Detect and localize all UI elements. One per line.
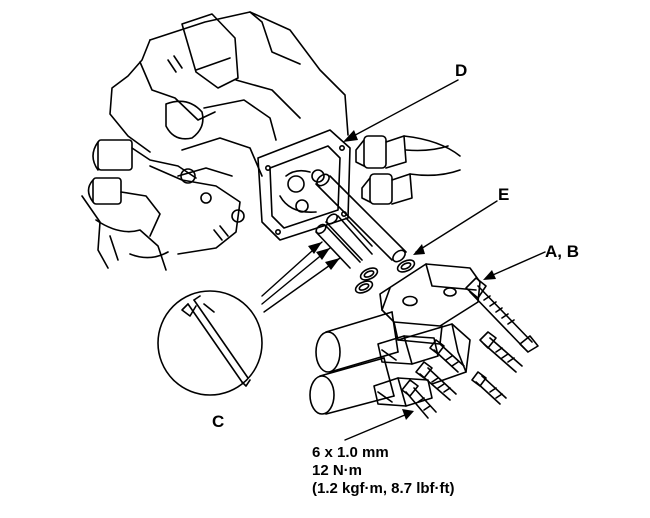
- callout-d-label: D: [455, 61, 468, 80]
- callout-a-b-label: A, B: [545, 242, 579, 261]
- callout-e-label: E: [498, 185, 510, 204]
- o-ring-icon: [354, 259, 416, 294]
- torque-nm-text: 12 N·m: [312, 462, 363, 479]
- callout-c-label: C: [212, 412, 225, 431]
- bolt-spec-block: 6 x 1.0 mm 12 N·m (1.2 kgf·m, 8.7 lbf·ft…: [312, 444, 455, 498]
- magnifier-detail-icon: [157, 290, 263, 396]
- arrowheads: [308, 130, 496, 420]
- leader-lines: [261, 79, 546, 441]
- bolt-icon: [401, 277, 539, 419]
- torque-alt-text: (1.2 kgf·m, 8.7 lbf·ft): [312, 480, 455, 497]
- solenoid-assembly-icon: [309, 263, 481, 415]
- short-filter-tubes-icon: [315, 213, 373, 269]
- long-filter-tube-icon: [315, 173, 407, 263]
- transmission-housing-icon: [81, 11, 461, 271]
- bolt-size-text: 6 x 1.0 mm: [312, 444, 389, 461]
